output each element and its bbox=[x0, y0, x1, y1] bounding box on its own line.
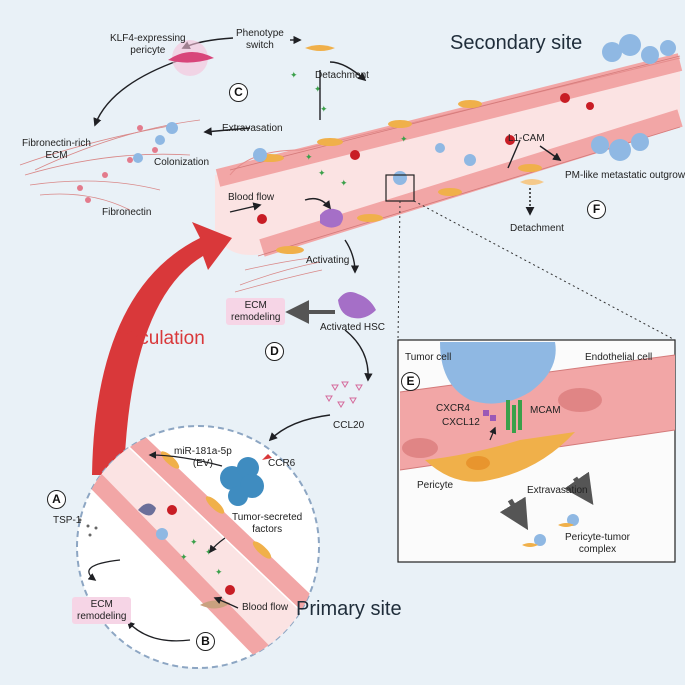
blood-flow-bottom-label: Blood flow bbox=[242, 602, 289, 613]
svg-text:✦: ✦ bbox=[190, 537, 198, 547]
vessel-pericytes bbox=[256, 100, 542, 254]
svg-text:✦: ✦ bbox=[305, 152, 313, 162]
svg-text:✦: ✦ bbox=[215, 567, 223, 577]
svg-text:✦: ✦ bbox=[400, 134, 408, 144]
inset-cxcl12-label: CXCL12 bbox=[442, 417, 480, 428]
badge-b: B bbox=[196, 632, 215, 651]
tsp1-label: TSP-1 bbox=[53, 515, 82, 526]
svg-text:✦: ✦ bbox=[340, 178, 348, 188]
svg-text:✦: ✦ bbox=[318, 168, 326, 178]
fibronectin-marks bbox=[77, 125, 158, 203]
phenotype-label: Phenotype switch bbox=[236, 28, 284, 51]
colonizing-cells bbox=[133, 122, 178, 163]
activated-hsc-label: Activated HSC bbox=[320, 322, 386, 333]
primary-tumor bbox=[220, 457, 264, 506]
inset-tumor-cell-label: Tumor cell bbox=[405, 352, 452, 363]
colonization-label: Colonization bbox=[154, 157, 210, 168]
ecm-remodeling-d-label: ECM remodeling bbox=[226, 298, 286, 325]
tumor-factors-label: Tumor-secreted factors bbox=[232, 512, 303, 535]
ecm-fibers bbox=[19, 119, 201, 211]
badge-d: D bbox=[265, 342, 284, 361]
inset-cxcr4-label: CXCR4 bbox=[436, 403, 470, 414]
ccr6-receptor bbox=[262, 454, 272, 460]
inset-mcam-label: MCAM bbox=[530, 405, 561, 416]
secondary-tumor-cells bbox=[253, 34, 676, 185]
svg-text:✦: ✦ bbox=[290, 70, 298, 80]
svg-text:✦: ✦ bbox=[180, 552, 188, 562]
badge-e: E bbox=[401, 372, 420, 391]
inset-endothelial-label: Endothelial cell bbox=[585, 352, 653, 363]
ccr6-label: CCR6 bbox=[268, 458, 296, 469]
ecm-remodeling-b-label: ECM remodeling bbox=[72, 597, 132, 624]
secondary-vessel: ✦ ✦ ✦ ✦ ✦ ✦ ✦ bbox=[215, 34, 683, 257]
inset-pericyte-label: Pericyte bbox=[417, 480, 454, 491]
extravasation-label: Extravasation bbox=[222, 123, 283, 134]
pm-like-label: PM-like metastatic outgrowth bbox=[565, 170, 685, 181]
fibronectin-label: Fibronectin bbox=[102, 207, 152, 218]
detachment-top-label: Detachment bbox=[315, 70, 369, 81]
svg-text:✦: ✦ bbox=[205, 547, 213, 557]
fibronectin-ecm-label: Fibronectin-rich ECM bbox=[22, 138, 91, 161]
klf4-pericyte bbox=[168, 40, 214, 76]
mir-label: miR-181a-5p (EV) bbox=[174, 446, 232, 469]
svg-text:✦: ✦ bbox=[320, 104, 328, 114]
circulation-label: Circulation bbox=[115, 328, 205, 349]
ccl20-label: CCL20 bbox=[333, 420, 365, 431]
inset-guides bbox=[397, 200, 676, 341]
badge-f: F bbox=[587, 200, 606, 219]
inset-complex-label: Pericyte-tumor complex bbox=[565, 532, 631, 555]
green-factors: ✦ ✦ ✦ ✦ ✦ ✦ ✦ bbox=[290, 70, 408, 188]
circulation-arrow bbox=[92, 222, 232, 475]
activated-hsc-cell bbox=[338, 292, 376, 319]
primary-site-title: Primary site bbox=[296, 598, 402, 620]
detachment-right-label: Detachment bbox=[510, 223, 564, 234]
red-blood-cells bbox=[257, 93, 594, 224]
tsp1-dots bbox=[78, 518, 98, 537]
klf4-label: KLF4-expressing pericyte bbox=[110, 33, 186, 56]
top-arrows bbox=[93, 35, 562, 382]
inset-extravasation-label: Extravasation bbox=[527, 485, 588, 496]
blood-flow-top-label: Blood flow bbox=[228, 192, 275, 203]
inset-illustration bbox=[399, 342, 676, 547]
activating-label: Activating bbox=[306, 255, 350, 266]
d-fibers bbox=[234, 257, 323, 293]
secondary-site-title: Secondary site bbox=[450, 32, 583, 54]
badge-a: A bbox=[47, 490, 66, 509]
ccl20-molecules bbox=[325, 381, 363, 408]
svg-text:✦: ✦ bbox=[314, 84, 322, 94]
l1cam-label: L1-CAM bbox=[508, 133, 545, 144]
primary-arrows bbox=[87, 451, 239, 642]
badge-c: C bbox=[229, 83, 248, 102]
